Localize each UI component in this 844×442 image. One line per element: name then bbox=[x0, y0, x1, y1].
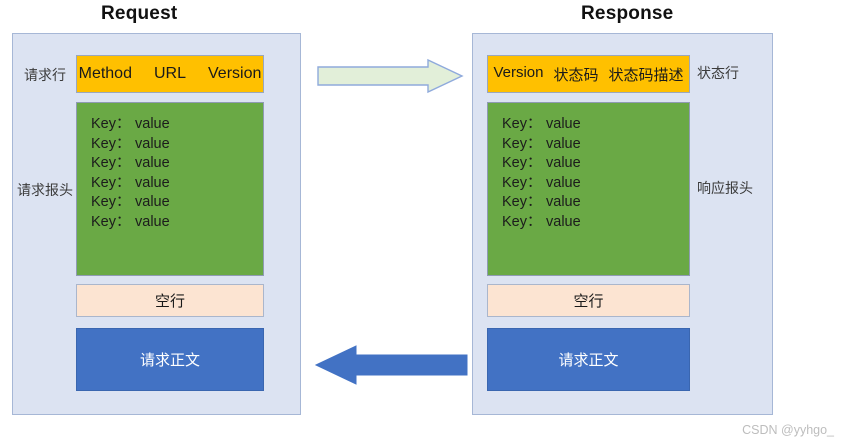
header-key: Key： bbox=[91, 116, 131, 132]
request-blank-line-block: 空行 bbox=[76, 284, 264, 317]
request-blank-line-label: 空行 bbox=[154, 293, 185, 310]
header-row: Key： value bbox=[91, 213, 263, 233]
header-value: value bbox=[546, 116, 581, 132]
request-headers-list: Key： value Key： value Key： value Key： va… bbox=[77, 103, 263, 232]
annotation-request-line: 请求行 bbox=[24, 67, 66, 83]
response-status-line-block: Version 状态码 状态码描述 bbox=[487, 55, 690, 93]
header-value: value bbox=[546, 174, 581, 191]
header-key: Key： bbox=[502, 174, 542, 191]
response-status-line-text: Version 状态码 状态码描述 bbox=[493, 64, 683, 85]
annotation-response-headers: 响应报头 bbox=[697, 180, 753, 196]
header-key: Key： bbox=[91, 174, 131, 191]
annotation-request-headers: 请求报头 bbox=[17, 182, 73, 198]
header-row: Key： value bbox=[91, 154, 263, 174]
response-blank-line-block: 空行 bbox=[487, 284, 690, 317]
response-status-code-label: 状态码 bbox=[553, 66, 599, 84]
header-value: value bbox=[546, 135, 581, 152]
header-value: value bbox=[546, 155, 581, 171]
response-section-title: Response bbox=[581, 3, 674, 24]
response-body-label: 请求正文 bbox=[558, 352, 619, 369]
header-value: value bbox=[135, 135, 170, 152]
header-row: Key： value bbox=[502, 193, 689, 213]
header-value: value bbox=[546, 194, 581, 210]
response-body-block: 请求正文 bbox=[487, 328, 690, 391]
header-key: Key： bbox=[502, 135, 542, 152]
header-key: Key： bbox=[502, 194, 542, 210]
header-key: Key： bbox=[502, 213, 542, 230]
request-url-label: URL bbox=[153, 65, 186, 82]
header-row: Key： value bbox=[91, 115, 263, 135]
request-direction-arrow-icon bbox=[317, 58, 464, 94]
header-value: value bbox=[135, 213, 170, 230]
request-body-label: 请求正文 bbox=[139, 352, 200, 369]
header-value: value bbox=[546, 213, 581, 230]
response-version-label: Version bbox=[493, 63, 544, 81]
header-value: value bbox=[135, 155, 170, 171]
request-version-label: Version bbox=[208, 65, 262, 82]
header-row: Key： value bbox=[91, 135, 263, 155]
header-row: Key： value bbox=[502, 115, 689, 135]
watermark-text: CSDN @yyhgo_ bbox=[742, 423, 834, 437]
header-row: Key： value bbox=[502, 154, 689, 174]
request-start-line-text: Method URL Version bbox=[79, 65, 262, 83]
header-value: value bbox=[135, 174, 170, 191]
header-row: Key： value bbox=[91, 193, 263, 213]
header-row: Key： value bbox=[91, 174, 263, 194]
response-blank-line-label: 空行 bbox=[573, 293, 604, 310]
header-value: value bbox=[135, 116, 170, 132]
response-direction-arrow-icon bbox=[314, 345, 468, 385]
header-key: Key： bbox=[91, 155, 131, 171]
response-headers-block: Key： value Key： value Key： value Key： va… bbox=[487, 102, 690, 276]
request-method-label: Method bbox=[78, 65, 132, 82]
header-row: Key： value bbox=[502, 213, 689, 233]
request-headers-block: Key： value Key： value Key： value Key： va… bbox=[76, 102, 264, 276]
annotation-status-line: 状态行 bbox=[697, 65, 739, 81]
header-key: Key： bbox=[91, 213, 131, 230]
header-key: Key： bbox=[502, 155, 542, 171]
response-status-text-label: 状态码描述 bbox=[608, 66, 684, 84]
header-row: Key： value bbox=[502, 135, 689, 155]
response-headers-list: Key： value Key： value Key： value Key： va… bbox=[488, 103, 689, 232]
header-key: Key： bbox=[91, 194, 131, 210]
header-value: value bbox=[135, 194, 170, 210]
header-row: Key： value bbox=[502, 174, 689, 194]
request-start-line-block: Method URL Version bbox=[76, 55, 264, 93]
header-key: Key： bbox=[91, 135, 131, 152]
header-key: Key： bbox=[502, 116, 542, 132]
request-body-block: 请求正文 bbox=[76, 328, 264, 391]
request-section-title: Request bbox=[101, 3, 178, 24]
